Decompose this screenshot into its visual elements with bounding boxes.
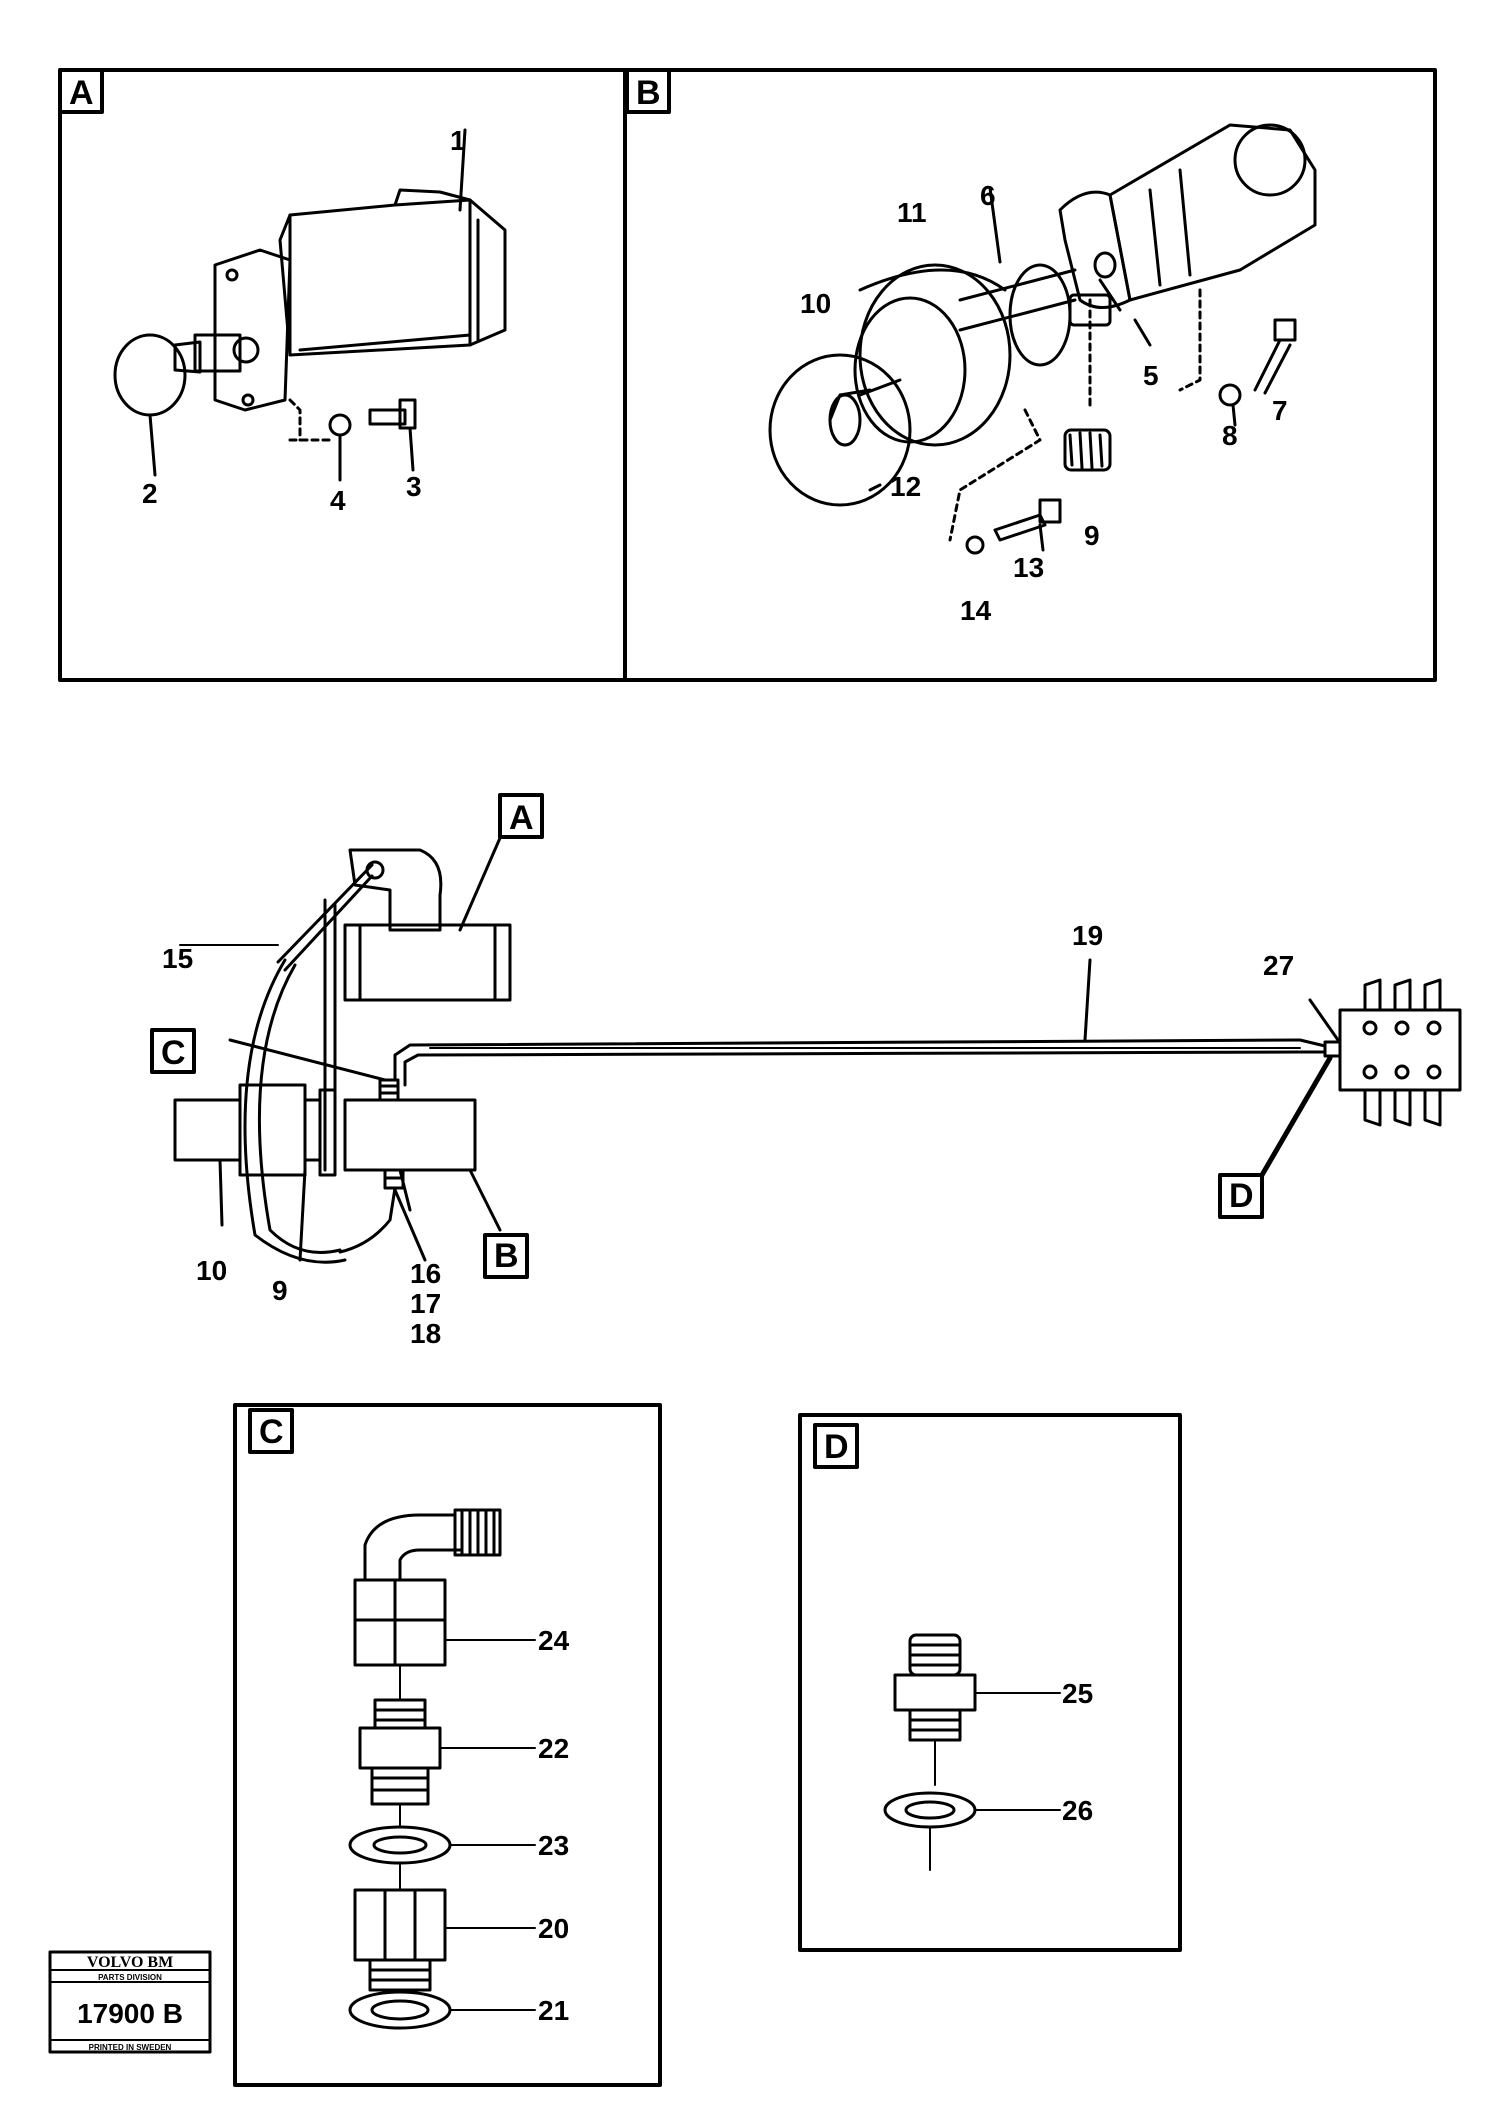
washer-8 [1218,383,1242,427]
callout-15: 15 [162,943,193,974]
leader-5 [1133,318,1152,347]
washer-21 [348,1990,536,2030]
panel-c-label: C [259,1413,284,1451]
callout-8: 8 [1222,420,1238,451]
panel-d-label: D [824,1428,849,1466]
callout-box-a-label: A [509,799,534,837]
callout-2: 2 [142,478,158,509]
panel-c-frame [233,1403,662,2087]
assembly-overview [150,793,1462,1279]
o-ring-2 [113,333,187,477]
motor-drawing [1058,123,1317,327]
callout-26: 26 [1062,1795,1093,1826]
washer-14 [965,535,985,555]
adapter-25 [893,1633,1061,1786]
logo-brand: VOLVO BM [87,1954,173,1971]
panel-a-label: A [69,74,94,112]
callout-overview-10: 10 [196,1255,227,1286]
callout-6: 6 [980,180,996,211]
washer-26 [883,1791,1061,1871]
elbow-24 [353,1508,536,1667]
callout-overview-9: 9 [272,1275,288,1306]
logo-printed: PRINTED IN SWEDEN [89,2043,172,2052]
callout-13: 13 [1013,552,1044,583]
callout-21: 21 [538,1995,569,2026]
hydraulic-pump-drawing [173,188,507,442]
volvo-bm-logo [48,1950,212,2054]
callout-5: 5 [1143,360,1159,391]
o-ring-12 [768,353,912,507]
screw-7 [1253,318,1297,395]
callout-box-b-label: B [494,1237,519,1275]
gear-9 [1063,428,1112,472]
callout-9: 9 [1084,520,1100,551]
callout-box-d-label: D [1229,1177,1254,1215]
callout-23: 23 [538,1830,569,1861]
callout-12: 12 [890,471,921,502]
callout-1: 1 [450,125,466,156]
leader-1 [458,128,467,212]
callout-17: 17 [410,1288,441,1319]
callout-24: 24 [538,1625,570,1656]
o-ring-6 [988,186,1072,367]
callout-25: 25 [1062,1678,1093,1709]
gearbox-11 [828,263,1077,447]
dashed-leads-b [948,288,1202,542]
callout-4: 4 [330,485,346,516]
callout-10: 10 [800,288,831,319]
callout-20: 20 [538,1913,569,1944]
callout-14: 14 [960,595,992,626]
screw-3 [368,398,417,472]
screw-13 [993,498,1062,552]
callout-box-c-label: C [161,1034,186,1072]
adapter-22 [358,1664,536,1806]
logo-division: PARTS DIVISION [98,1973,162,1982]
callout-22: 22 [538,1733,569,1764]
panel-b-label: B [636,74,661,112]
nut-20 [353,1862,536,1992]
callout-3: 3 [406,471,422,502]
panel-b-frame [623,68,1437,682]
washer-23 [348,1803,536,1865]
logo-number: 17900 B [77,1998,183,2029]
callout-19: 19 [1072,920,1103,951]
panel-a-frame [58,68,627,682]
callout-7: 7 [1272,395,1288,426]
washer-4 [328,413,352,482]
callout-18: 18 [410,1318,441,1349]
callout-27: 27 [1263,950,1294,981]
panel-d-frame [798,1413,1182,1952]
callout-16: 16 [410,1258,441,1289]
callout-11: 11 [897,197,927,228]
